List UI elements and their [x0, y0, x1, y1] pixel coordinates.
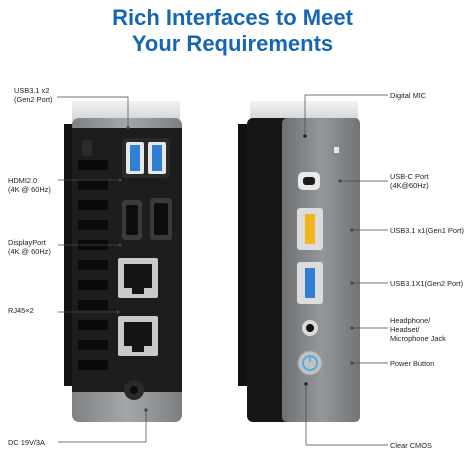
- front-usb-yellow-port-icon: [297, 208, 323, 250]
- label-usb31-gen2: USB3.1 x2 (Gen2 Port): [14, 86, 53, 104]
- rear-unit: [57, 96, 182, 443]
- label-displayport: DisplayPort (4K @ 60Hz): [8, 238, 51, 256]
- label-dc: DC 19V/3A: [8, 438, 45, 447]
- label-usb-c: USB-C Port (4K@60Hz): [390, 172, 429, 190]
- front-usb-blue-port-icon: [297, 262, 323, 304]
- label-usb-gen1: USB3.1 x1(Gen1 Port): [390, 226, 464, 235]
- front-usb-c-port-icon: [298, 172, 320, 190]
- power-button-icon: [297, 350, 323, 376]
- rear-usb-ports-icon: [122, 138, 170, 178]
- rear-rj45-port-1-icon: [118, 258, 158, 298]
- label-hdmi: HDMI2.0 (4K @ 60Hz): [8, 176, 51, 194]
- heading-line-1: Rich Interfaces to Meet: [112, 5, 353, 30]
- audio-jack-icon: [302, 320, 318, 336]
- label-usb-gen2: USB3.1X1(Gen2 Port): [390, 279, 464, 288]
- front-led-icon: [334, 147, 339, 153]
- label-rj45: RJ45×2: [8, 306, 34, 315]
- front-unit: [238, 94, 388, 446]
- label-audio-jack: Headphone/ Headset/ Microphone Jack: [390, 316, 446, 343]
- rear-dc-jack-icon: [124, 380, 144, 400]
- rear-displayport-icon: [150, 198, 172, 240]
- rear-hdmi-port-icon: [122, 200, 142, 240]
- label-clear-cmos: Clear CMOS: [390, 441, 432, 450]
- label-digital-mic: Digital MIC: [390, 91, 427, 100]
- label-power-button: Power Button: [390, 359, 435, 368]
- kensington-slot: [82, 140, 92, 156]
- heading-line-2: Your Requirements: [131, 31, 334, 56]
- rear-rj45-port-2-icon: [118, 316, 158, 356]
